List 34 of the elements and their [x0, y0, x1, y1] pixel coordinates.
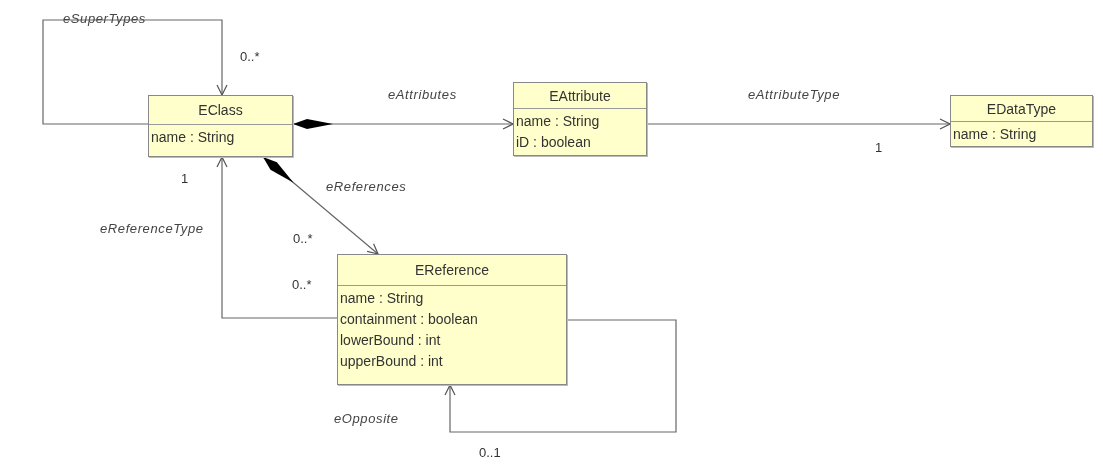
edge-label: eAttributeType — [748, 88, 840, 101]
association-arrow — [444, 319, 677, 433]
multiplicity-label: 1 — [181, 172, 189, 185]
class-box — [337, 254, 567, 385]
edge-label: eReferences — [326, 180, 407, 193]
class-name: EAttribute — [549, 88, 611, 103]
class-name: EReference — [415, 263, 489, 277]
attribute-text: name : String — [151, 128, 235, 147]
class-name: EDataType — [986, 101, 1057, 116]
attribute-text: containment : boolean — [340, 310, 478, 329]
attribute-text: upperBound : int — [340, 352, 443, 371]
multiplicity-label: 0..1 — [479, 446, 501, 459]
association-arrow — [216, 156, 338, 319]
class-box — [950, 95, 1093, 147]
attribute-text: name : String — [516, 112, 600, 131]
association-arrow — [42, 19, 228, 125]
association-arrow — [262, 156, 379, 255]
class-box — [148, 95, 293, 157]
edge-label: eReferenceType — [100, 222, 204, 235]
class-box — [513, 82, 647, 156]
association-arrow — [292, 118, 514, 130]
attribute-text: name : String — [340, 289, 424, 308]
multiplicity-label: 0..* — [240, 50, 260, 63]
attribute-text: lowerBound : int — [340, 331, 441, 350]
attribute-text: name : String — [953, 125, 1037, 144]
edge-label: eOpposite — [334, 412, 399, 425]
class-name: EClass — [198, 103, 243, 117]
edge-label: eAttributes — [388, 88, 457, 101]
edge-label: eSuperTypes — [63, 12, 146, 25]
multiplicity-label: 0..* — [292, 278, 312, 291]
association-arrow — [646, 118, 951, 130]
multiplicity-label: 1 — [875, 141, 883, 154]
multiplicity-label: 0..* — [293, 232, 313, 245]
attribute-text: iD : boolean — [516, 133, 591, 152]
